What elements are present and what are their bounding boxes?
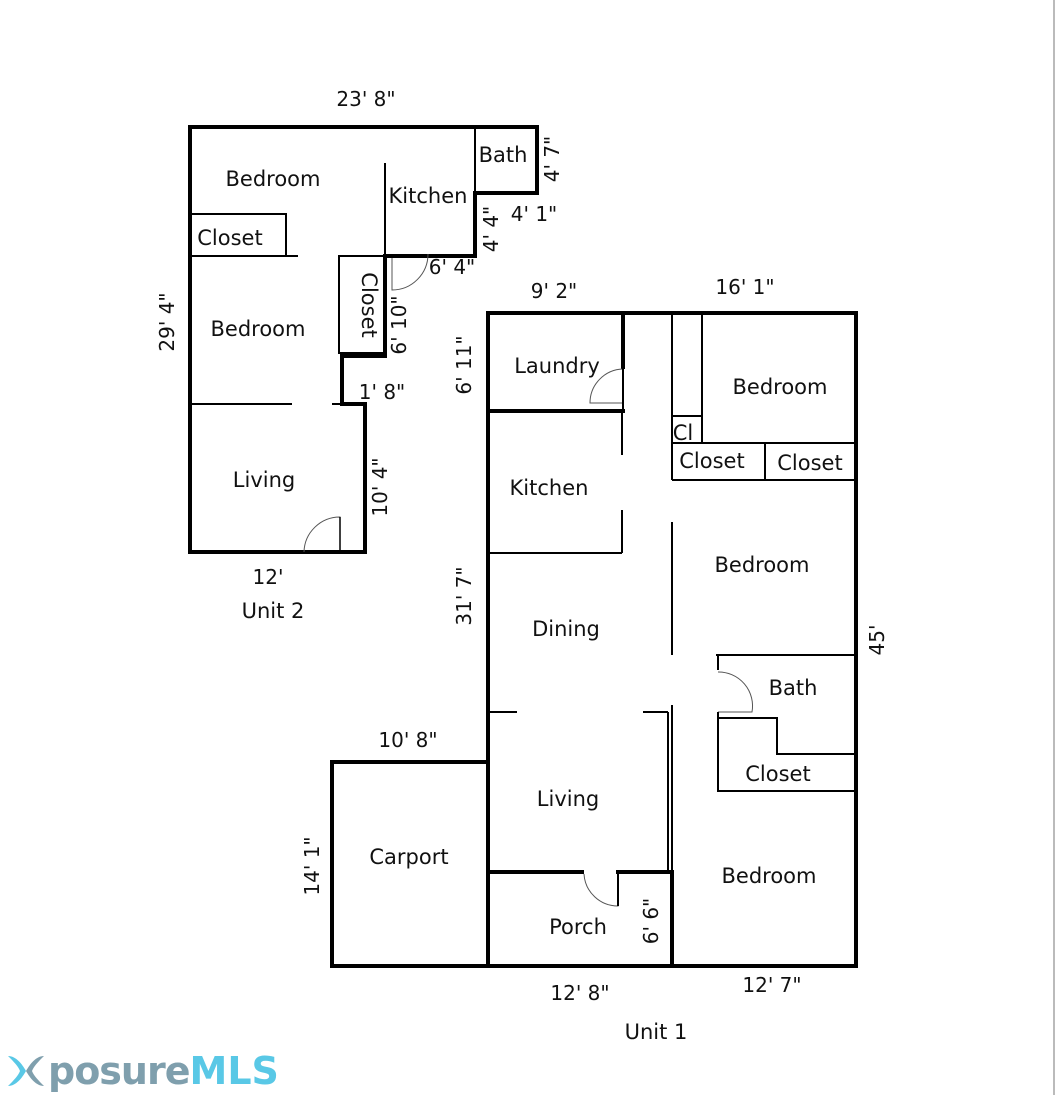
unit-1-bedroom-top-label: Bedroom <box>733 375 828 399</box>
x-logo-icon <box>8 1056 44 1086</box>
cl-label: Cl <box>673 421 694 445</box>
bath-door <box>717 671 754 713</box>
unit-2-bedroom-top-label: Bedroom <box>226 167 321 191</box>
page-edge <box>1053 0 1055 1095</box>
unit-1-dim-bottom-right-width: 12' 7" <box>742 973 801 997</box>
unit-1-bedroom-bottom-label: Bedroom <box>722 864 817 888</box>
closet-c-label: Closet <box>745 762 810 786</box>
unit-1-dim-laundry-width: 9' 2" <box>531 279 578 303</box>
unit-2-dim-bottom-width: 12' <box>253 565 284 589</box>
unit-2-dim-top-width: 23' 8" <box>336 87 395 111</box>
unit-2-dim-closet-height: 6' 10" <box>387 295 411 354</box>
unit-1-bedroom-mid-label: Bedroom <box>715 553 810 577</box>
unit-1-dim-right-height: 45' <box>865 625 889 656</box>
unit-2-bath-label: Bath <box>479 143 528 167</box>
unit-1-dim-porch-width: 12' 8" <box>550 981 609 1005</box>
unit-1-dim-right-width: 16' 1" <box>715 275 774 299</box>
unit-2-dim-bath-width: 4' 1" <box>511 202 558 226</box>
unit-1-bath-label: Bath <box>769 676 818 700</box>
unit-2-closet-vertical <box>338 255 386 354</box>
carport-wall <box>330 760 490 968</box>
dining-label: Dining <box>532 617 600 641</box>
unit-1-plan: Laundry Bedroom Cl Closet Closet Kitchen… <box>300 275 889 1044</box>
unit-2-closet-vertical-label: Closet <box>357 272 381 337</box>
unit-1-dim-carport-height: 14' 1" <box>300 836 324 895</box>
unit-1-dim-porch-height: 6' 6" <box>639 898 663 945</box>
unit-2-dim-step-height: 4' 4" <box>479 206 503 253</box>
closet-c-wall <box>717 712 856 792</box>
logo-text-mls: MLS <box>189 1049 279 1093</box>
unit-2-bedroom-mid-label: Bedroom <box>211 317 306 341</box>
unit-2-living-label: Living <box>233 468 295 492</box>
unit-1-dim-left-height: 31' 7" <box>452 566 476 625</box>
unit-2-dim-living-height: 10' 4" <box>368 457 392 516</box>
carport-label: Carport <box>369 845 448 869</box>
unit-2-kitchen-label: Kitchen <box>389 184 468 208</box>
unit-2-dim-left-height: 29' 4" <box>155 292 179 351</box>
unit-2-door-entry <box>303 516 341 553</box>
unit-2-exterior-wall <box>188 125 539 554</box>
laundry-door <box>589 368 624 404</box>
unit-2-dim-notch-width: 1' 8" <box>359 380 406 404</box>
unit-1-dim-laundry-height: 6' 11" <box>452 335 476 394</box>
unit-2-closet-label: Closet <box>197 226 262 250</box>
xposure-mls-logo: posure MLS <box>4 1049 279 1093</box>
unit-1-title: Unit 1 <box>625 1020 688 1044</box>
closet-a-label: Closet <box>679 449 744 473</box>
logo-text-posure: posure <box>48 1049 190 1093</box>
unit-2-title: Unit 2 <box>242 599 305 623</box>
laundry-label: Laundry <box>514 354 600 378</box>
unit-2-plan: Bedroom Closet Kitchen Bath Closet Bedro… <box>155 87 564 623</box>
closet-c-notch <box>718 717 856 755</box>
unit-2-closet-box <box>190 213 287 256</box>
unit-1-living-label: Living <box>537 787 599 811</box>
unit-2-door-kitchen <box>391 253 429 291</box>
porch-label: Porch <box>549 915 607 939</box>
unit-2-dim-step-width: 6' 4" <box>429 255 476 279</box>
unit-1-dim-carport-width: 10' 8" <box>378 728 437 752</box>
unit-1-kitchen-label: Kitchen <box>510 476 589 500</box>
porch-door <box>583 873 619 907</box>
closet-b-label: Closet <box>777 451 842 475</box>
unit-2-dim-bath-height: 4' 7" <box>540 136 564 183</box>
